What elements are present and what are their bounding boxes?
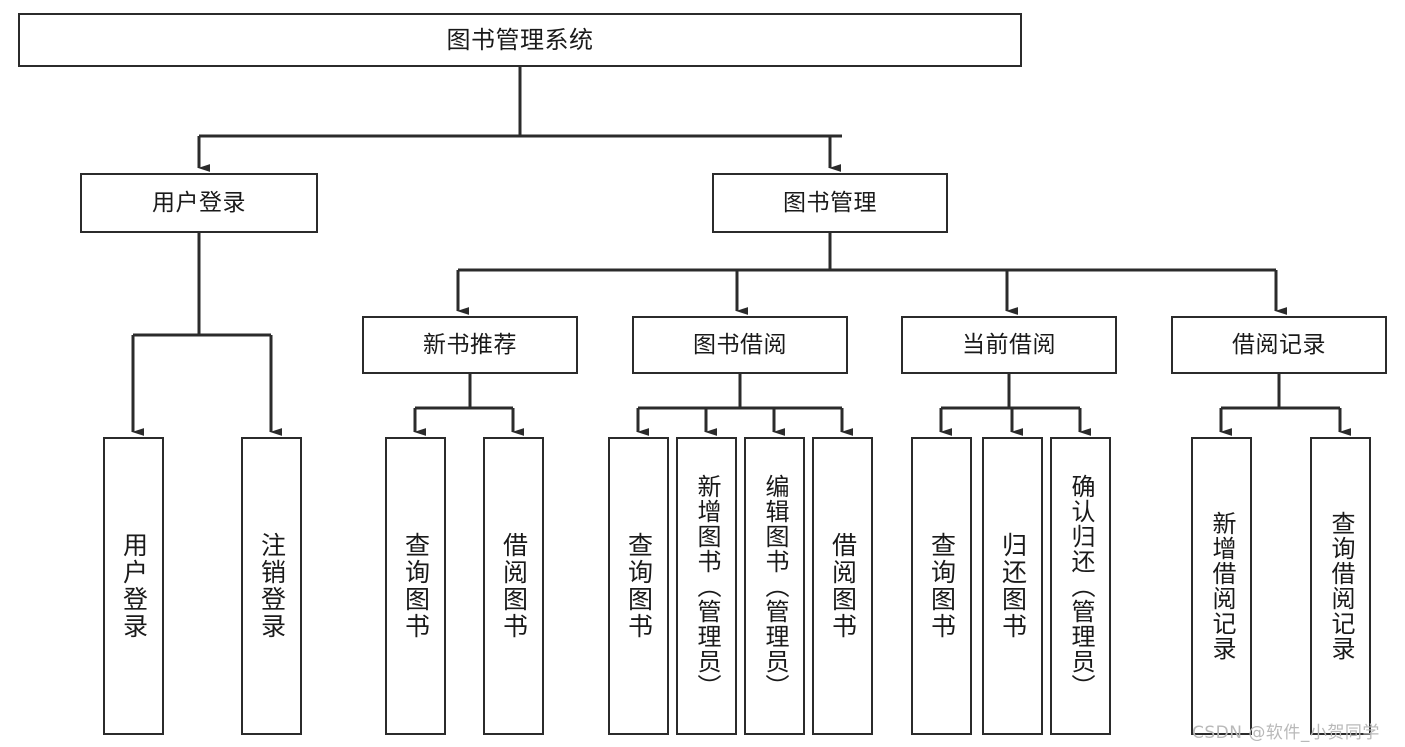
node-leaf-6-label: 新增图书（管理员） bbox=[692, 473, 721, 699]
node-leaf-9-label: 查询图书 bbox=[927, 532, 957, 640]
node-level3-3-label: 当前借阅 bbox=[962, 331, 1056, 358]
node-leaf-12-label: 新增借阅记录 bbox=[1207, 511, 1236, 661]
node-level3-4[interactable]: 借阅记录 bbox=[1171, 316, 1387, 374]
node-leaf-3[interactable]: 查询图书 bbox=[385, 437, 446, 735]
node-leaf-1[interactable]: 用户登录 bbox=[103, 437, 164, 735]
node-leaf-7[interactable]: 编辑图书（管理员） bbox=[744, 437, 805, 735]
node-level2-1[interactable]: 用户登录 bbox=[80, 173, 318, 233]
node-level2-1-label: 用户登录 bbox=[152, 189, 246, 216]
node-root[interactable]: 图书管理系统 bbox=[18, 13, 1022, 67]
node-level3-1[interactable]: 新书推荐 bbox=[362, 316, 578, 374]
csdn-watermark: CSDN @软件_小贺同学 bbox=[1192, 723, 1380, 743]
node-leaf-5[interactable]: 查询图书 bbox=[608, 437, 669, 735]
node-level3-4-label: 借阅记录 bbox=[1232, 331, 1326, 358]
node-level3-2[interactable]: 图书借阅 bbox=[632, 316, 848, 374]
node-leaf-11-label: 确认归还（管理员） bbox=[1066, 473, 1095, 699]
node-leaf-5-label: 查询图书 bbox=[624, 532, 654, 640]
node-level2-2-label: 图书管理 bbox=[783, 189, 877, 216]
node-leaf-2[interactable]: 注销登录 bbox=[241, 437, 302, 735]
node-leaf-7-label: 编辑图书（管理员） bbox=[760, 473, 789, 699]
node-leaf-4-label: 借阅图书 bbox=[499, 532, 529, 640]
node-level3-2-label: 图书借阅 bbox=[693, 331, 787, 358]
node-leaf-10[interactable]: 归还图书 bbox=[982, 437, 1043, 735]
node-leaf-1-label: 用户登录 bbox=[119, 532, 149, 640]
node-leaf-8-label: 借阅图书 bbox=[828, 532, 858, 640]
node-level3-3[interactable]: 当前借阅 bbox=[901, 316, 1117, 374]
node-leaf-4[interactable]: 借阅图书 bbox=[483, 437, 544, 735]
node-root-label: 图书管理系统 bbox=[446, 26, 594, 54]
node-leaf-10-label: 归还图书 bbox=[998, 532, 1028, 640]
node-leaf-13-label: 查询借阅记录 bbox=[1326, 511, 1355, 661]
node-leaf-8[interactable]: 借阅图书 bbox=[812, 437, 873, 735]
node-level2-2[interactable]: 图书管理 bbox=[712, 173, 948, 233]
node-leaf-13[interactable]: 查询借阅记录 bbox=[1310, 437, 1371, 735]
node-leaf-12[interactable]: 新增借阅记录 bbox=[1191, 437, 1252, 735]
node-leaf-3-label: 查询图书 bbox=[401, 532, 431, 640]
node-level3-1-label: 新书推荐 bbox=[423, 331, 517, 358]
node-leaf-6[interactable]: 新增图书（管理员） bbox=[676, 437, 737, 735]
node-leaf-2-label: 注销登录 bbox=[257, 532, 287, 640]
node-leaf-11[interactable]: 确认归还（管理员） bbox=[1050, 437, 1111, 735]
node-leaf-9[interactable]: 查询图书 bbox=[911, 437, 972, 735]
